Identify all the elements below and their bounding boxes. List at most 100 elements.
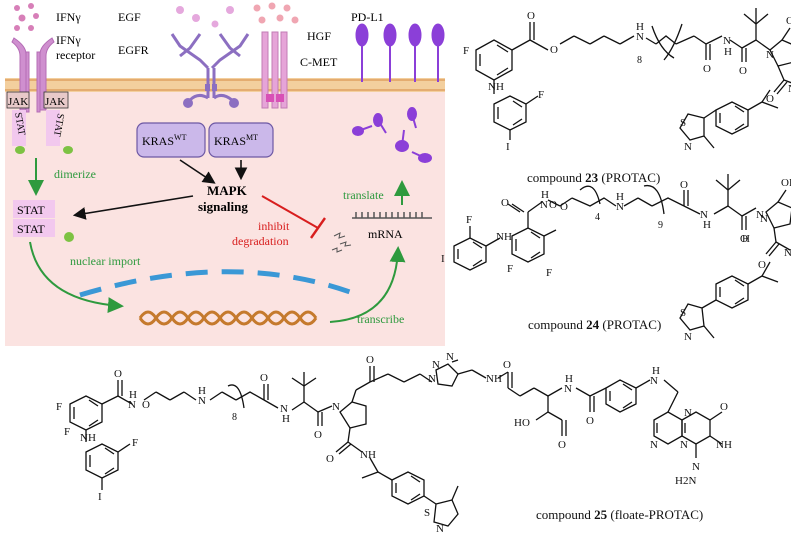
svg-text:O: O — [314, 429, 322, 441]
svg-text:4: 4 — [595, 212, 600, 223]
compound-23-caption: compound 23 (PROTAC) — [527, 170, 660, 185]
svg-text:N: N — [684, 141, 692, 153]
inhibit-label-1: inhibit — [258, 219, 290, 233]
svg-text:F: F — [463, 45, 469, 57]
compound-25-caption: compound 25 (floate-PROTAC) — [536, 507, 703, 522]
stat-right-box — [46, 110, 60, 146]
svg-text:O: O — [739, 65, 747, 77]
mrna-icon — [352, 212, 432, 219]
svg-text:8: 8 — [232, 412, 237, 423]
svg-text:O: O — [142, 399, 150, 411]
svg-text:N: N — [428, 373, 436, 385]
cmet-kinase-domains — [266, 94, 284, 102]
svg-text:N: N — [650, 439, 658, 451]
svg-text:S: S — [424, 507, 430, 519]
svg-text:H: H — [636, 21, 644, 33]
pdl1-protein-icon — [352, 107, 432, 163]
translate-label: translate — [343, 188, 384, 202]
cmet-label: C-MET — [300, 55, 338, 69]
svg-text:I: I — [506, 141, 510, 153]
jak-left-label: JAK — [8, 96, 28, 108]
dna-icon — [138, 310, 318, 326]
svg-text:F: F — [64, 426, 70, 438]
svg-text:N: N — [436, 523, 444, 535]
egf-ligand-icon — [176, 6, 234, 28]
svg-text:N: N — [446, 351, 454, 363]
svg-text:NH: NH — [784, 247, 791, 259]
transcribe-arrow — [329, 246, 406, 323]
stat-dimer-top-label: STAT — [17, 203, 45, 217]
stat-left-label: STAT — [12, 112, 27, 137]
svg-text:N: N — [432, 359, 440, 371]
svg-text:N: N — [636, 31, 644, 43]
hgf-label: HGF — [307, 29, 331, 43]
svg-text:N: N — [540, 199, 548, 211]
svg-text:H: H — [742, 233, 750, 245]
svg-text:N: N — [760, 213, 768, 225]
svg-text:H: H — [541, 189, 549, 201]
compound-23-atom-labels: F F NH I O O N H N H O O N OH O NH S N 8 — [463, 10, 791, 153]
svg-text:S: S — [680, 307, 686, 319]
pdl1-label: PD-L1 — [351, 10, 384, 24]
hgf-ligand-icon — [253, 2, 299, 24]
svg-text:H: H — [282, 413, 290, 425]
compound-25-atom-labels: O H N O F F NH I F N H 8 O N H O N O O N… — [56, 351, 732, 535]
compound-24-caption: compound 24 (PROTAC) — [528, 317, 661, 332]
svg-text:O: O — [503, 359, 511, 371]
svg-text:N: N — [766, 49, 774, 61]
compound-24-atom-labels: F NH H N O O I F F O N H 4 N H 9 O N H O… — [441, 177, 791, 343]
svg-text:I: I — [441, 253, 445, 265]
svg-text:N: N — [198, 395, 206, 407]
cell-membrane — [5, 78, 445, 92]
compound-25-structure — [69, 359, 723, 527]
svg-text:S: S — [680, 117, 686, 129]
degraded-fragments-icon — [331, 232, 352, 253]
mapk-label-2: signaling — [198, 199, 248, 214]
svg-text:I: I — [98, 491, 102, 503]
compound-23-structure — [475, 8, 791, 149]
svg-text:O: O — [549, 199, 557, 211]
svg-text:OH: OH — [781, 177, 791, 189]
svg-text:O: O — [703, 63, 711, 75]
egfr-kinase-domains — [183, 84, 239, 108]
svg-text:F: F — [466, 214, 472, 226]
svg-text:F: F — [132, 437, 138, 449]
svg-text:NH: NH — [360, 449, 376, 461]
kras-mt-label: KRASMT — [214, 133, 258, 148]
svg-text:H: H — [703, 219, 711, 231]
svg-text:O: O — [740, 233, 748, 245]
svg-text:N: N — [280, 403, 288, 415]
nuclear-import-arrow — [29, 241, 124, 314]
svg-text:O: O — [326, 453, 334, 465]
stat-dimer-bottom — [13, 219, 55, 237]
ifng-receptor-icon — [11, 37, 55, 113]
stat-phospho-dot-right — [63, 146, 73, 154]
cmet-receptor-icon — [261, 31, 288, 109]
jak-right-box — [43, 91, 69, 109]
stat-dimer-bottom-label: STAT — [17, 222, 45, 236]
svg-text:O: O — [527, 10, 535, 22]
svg-text:O: O — [680, 179, 688, 191]
svg-text:NH: NH — [496, 231, 512, 243]
ifng-receptor-label-2: receptor — [56, 48, 95, 62]
svg-text:H2N: H2N — [675, 475, 696, 487]
jak-right-label: JAK — [45, 96, 65, 108]
compound-24-structure — [453, 174, 791, 339]
egf-label: EGF — [118, 10, 141, 24]
svg-text:N: N — [650, 375, 658, 387]
svg-text:O: O — [586, 415, 594, 427]
svg-text:N: N — [564, 383, 572, 395]
svg-text:N: N — [692, 461, 700, 473]
stat-phospho-dot-left — [15, 146, 25, 154]
svg-text:O: O — [758, 259, 766, 271]
ifng-receptor-label-1: IFNγ — [56, 33, 81, 47]
svg-text:O: O — [558, 439, 566, 451]
svg-text:8: 8 — [637, 55, 642, 66]
svg-text:N: N — [332, 401, 340, 413]
mapk-label-1: MAPK — [207, 183, 248, 198]
svg-text:F: F — [538, 89, 544, 101]
svg-text:H: H — [565, 373, 573, 385]
svg-text:O: O — [550, 44, 558, 56]
svg-text:O: O — [260, 372, 268, 384]
